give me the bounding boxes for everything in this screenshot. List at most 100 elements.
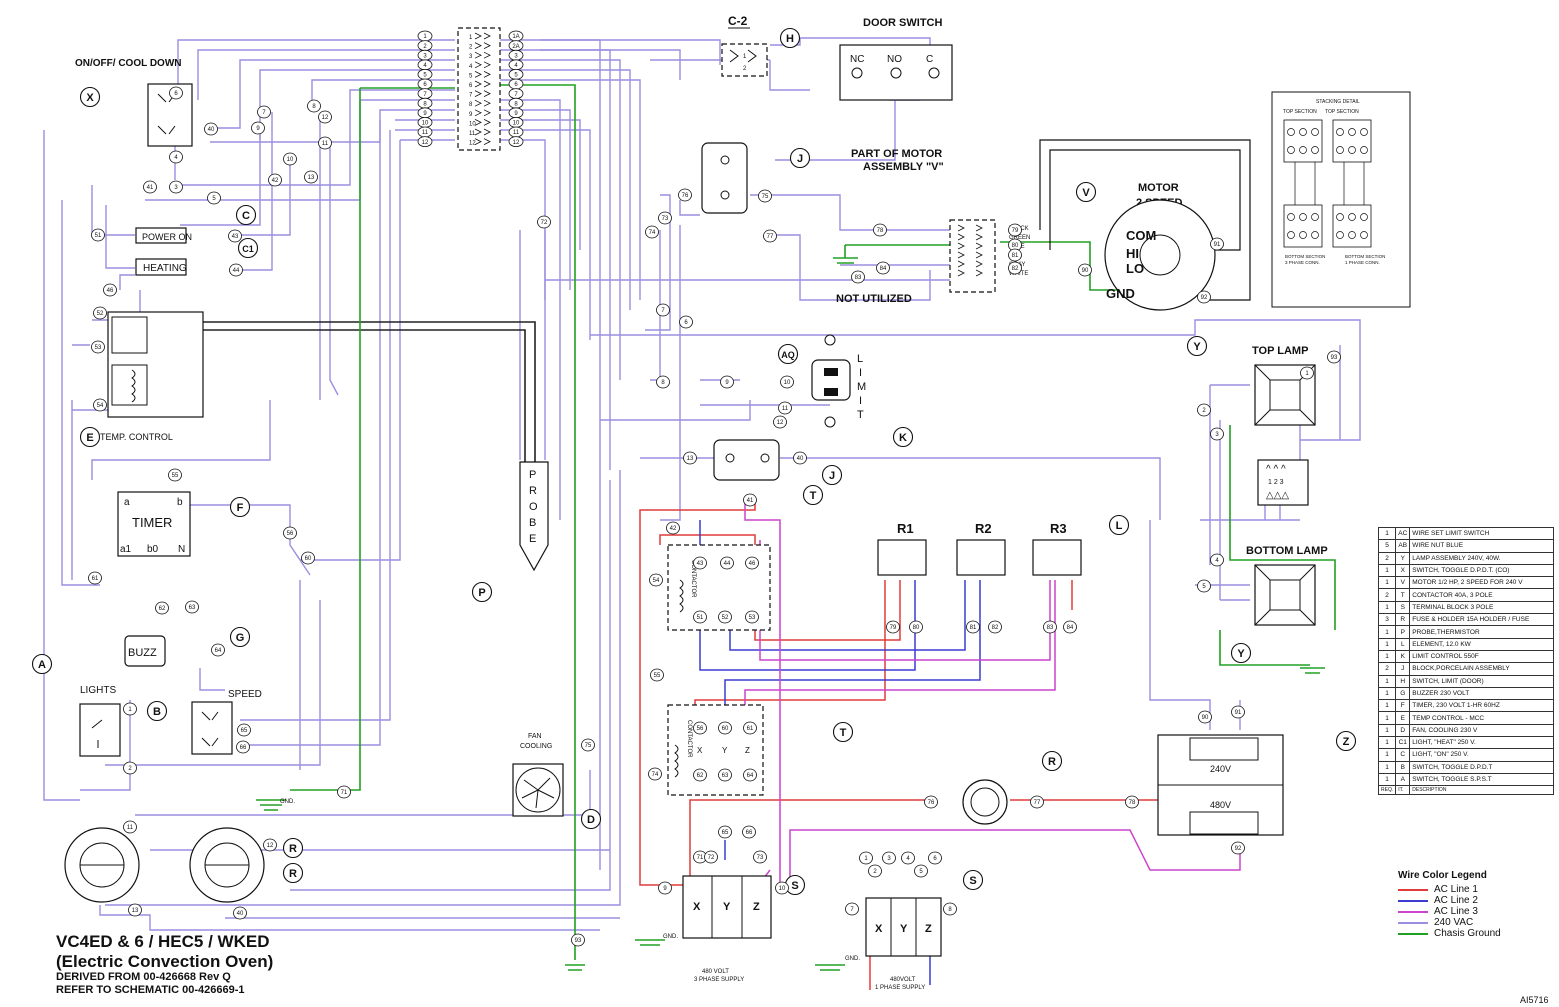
svg-text:81: 81 (1012, 253, 1019, 259)
wire-bubble: 72 (537, 215, 551, 229)
wire-bubble: 8 (656, 375, 670, 389)
tb-left-label: 6 (469, 83, 473, 89)
svg-text:M: M (857, 381, 866, 393)
wire-bubble: 5 (1197, 579, 1211, 593)
wire-bubble: 43 (693, 556, 707, 570)
wire-bubble: 82 (1008, 261, 1022, 275)
svg-text:55: 55 (172, 473, 179, 479)
svg-text:SPEED: SPEED (228, 689, 262, 700)
svg-text:2: 2 (743, 66, 747, 72)
svg-text:b: b (177, 497, 183, 508)
wire-bubble: 54 (649, 573, 663, 587)
lamp-terminal-block: ^ ^ ^ 1 2 3 △△△ (1257, 459, 1309, 506)
svg-text:NO: NO (887, 54, 902, 65)
svg-text:52: 52 (722, 615, 729, 621)
temp-control: TEMP. CONTROL (100, 311, 204, 442)
svg-text:54: 54 (97, 403, 104, 409)
probe: P R O B E (519, 461, 549, 572)
wire-bubble: 81 (966, 620, 980, 634)
callout-l: L (1108, 514, 1130, 536)
wire-bubble: 90 (1078, 263, 1092, 277)
wire-bubble: 77 (1030, 795, 1044, 809)
svg-text:R: R (289, 843, 297, 855)
wire-bubble: 52 (718, 610, 732, 624)
wire-bubble: 78 (873, 223, 887, 237)
svg-text:480 VOLT: 480 VOLT (702, 969, 729, 975)
c2-label: C-2 (728, 14, 748, 28)
wire-bubble: 64 (211, 643, 225, 657)
callout-h: H (779, 27, 801, 49)
svg-text:3: 3 (423, 53, 427, 59)
legend-title: Wire Color Legend (1398, 870, 1487, 881)
wire-bubble: 11 (508, 126, 524, 138)
wire-bubble: 71 (337, 785, 351, 799)
callout-s: S (962, 869, 984, 891)
wire-bubble: 12 (417, 136, 433, 148)
drawing-number: AI5716 (1520, 995, 1549, 1005)
svg-text:Y: Y (1193, 341, 1201, 353)
svg-text:3: 3 (1215, 432, 1219, 438)
wire-bubble: 12 (773, 415, 787, 429)
svg-text:7: 7 (661, 308, 665, 314)
svg-text:8: 8 (312, 104, 316, 110)
svg-text:65: 65 (241, 728, 248, 734)
wire-bubble: 9 (658, 881, 672, 895)
svg-text:91: 91 (1235, 710, 1242, 716)
wire-bubble: 42 (666, 521, 680, 535)
svg-text:S: S (791, 880, 798, 892)
svg-text:64: 64 (215, 648, 222, 654)
title-line-3: DERIVED FROM 00-426668 Rev Q (56, 971, 231, 984)
svg-text:3: 3 (514, 53, 518, 59)
wire-bubble: 2 (868, 864, 882, 878)
wire-bubble: 5 (207, 191, 221, 205)
svg-text:62: 62 (697, 773, 704, 779)
wire-bubble: 1 (123, 702, 137, 716)
svg-text:4: 4 (1215, 558, 1219, 564)
svg-text:12: 12 (322, 115, 329, 121)
svg-text:4: 4 (514, 63, 518, 69)
wire-bubble: 79 (886, 620, 900, 634)
svg-text:61: 61 (92, 576, 99, 582)
svg-text:Z: Z (925, 923, 932, 935)
wire-bubble: 9 (251, 121, 265, 135)
wire-bubble: 93 (571, 933, 585, 947)
svg-text:1 PHASE SUPPLY: 1 PHASE SUPPLY (875, 985, 925, 991)
svg-text:T: T (857, 409, 864, 421)
svg-text:44: 44 (724, 561, 731, 567)
svg-text:51: 51 (697, 615, 704, 621)
svg-text:9: 9 (725, 380, 729, 386)
wire-bubble: 7 (508, 88, 524, 99)
svg-text:63: 63 (189, 605, 196, 611)
svg-text:LIGHTS: LIGHTS (80, 685, 116, 696)
wire-bubble: 76 (678, 188, 692, 202)
wire-bubble: 6 (508, 78, 524, 90)
wire-bubble: 76 (924, 795, 938, 809)
limit-control: L I M I T (811, 334, 866, 428)
svg-text:Y: Y (722, 746, 728, 755)
svg-text:6: 6 (933, 856, 937, 862)
wire-bubble: 55 (650, 668, 664, 682)
svg-text:80: 80 (913, 625, 920, 631)
svg-text:40: 40 (797, 456, 804, 462)
wire-bubble: 75 (581, 738, 595, 752)
legend-label: 240 VAC (1434, 917, 1474, 928)
porcelain-block-j-top (701, 142, 748, 214)
svg-text:92: 92 (1201, 295, 1208, 301)
wire-bubble: 13 (683, 451, 697, 465)
svg-text:FAN: FAN (528, 733, 542, 740)
svg-text:Z: Z (745, 746, 750, 755)
wire-bubble: 5 (508, 69, 524, 80)
svg-text:BOTTOM SECTION: BOTTOM SECTION (1345, 254, 1385, 259)
wire-bubble: 7 (845, 902, 859, 916)
svg-text:TEMP. CONTROL: TEMP. CONTROL (100, 432, 173, 442)
callout-t: T (802, 484, 824, 506)
callout-r: R (282, 862, 304, 884)
